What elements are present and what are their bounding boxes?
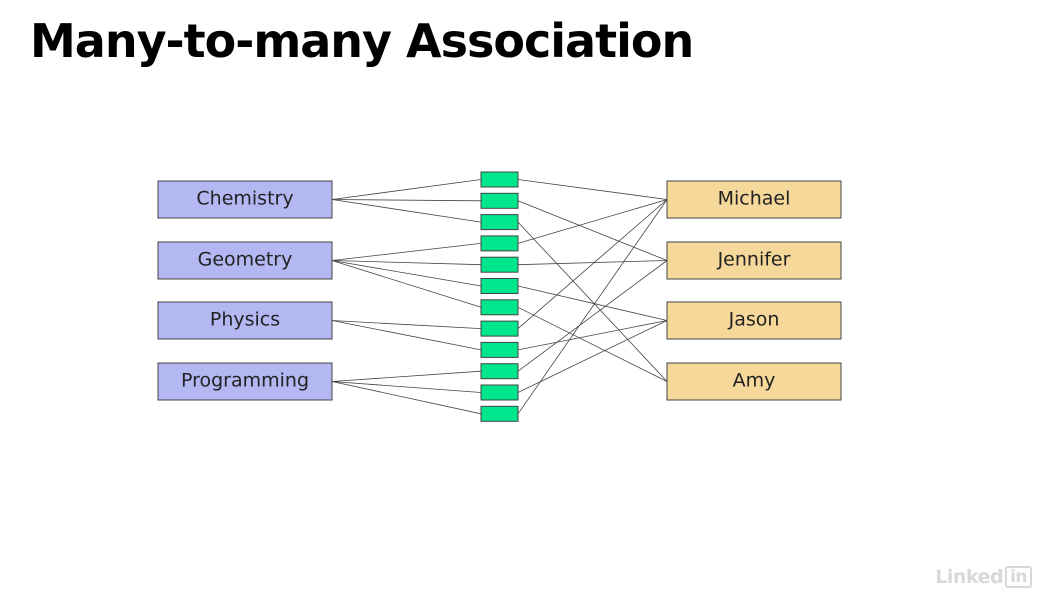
student-box-amy-label: Amy [733,370,776,392]
slide-title: Many-to-many Association [30,14,694,68]
join-row [480,320,519,337]
course-box-chemistry-rect [157,180,333,219]
student-link-line [517,306,668,382]
student-link-line [517,199,668,329]
student-box-jennifer-rect [666,241,842,280]
course-link-line [331,260,482,287]
course-box-geometry-label: Geometry [198,249,293,271]
course-link-line [331,381,482,393]
connector-lines [331,179,668,415]
student-link-line [517,179,668,200]
student-box-amy: Amy [666,362,842,401]
course-link-line [331,199,482,202]
student-link-line [517,320,668,393]
join-row [480,235,519,252]
student-box-jennifer: Jennifer [666,241,842,280]
student-link-line [517,200,668,261]
linkedin-watermark: Linked in [935,566,1032,588]
course-link-line [331,199,482,223]
course-box-physics-label: Physics [210,309,280,331]
join-row [480,192,519,209]
join-row [480,214,519,231]
student-link-line [517,260,668,266]
watermark-badge: in [1005,566,1032,588]
student-box-jason-rect [666,301,842,340]
student-box-jason: Jason [666,301,842,340]
student-box-michael-label: Michael [718,188,791,210]
course-link-line [331,320,482,351]
student-box-amy-rect [666,362,842,401]
student-link-line [517,221,668,382]
watermark-text: Linked [935,566,1004,588]
course-link-line [331,260,482,308]
course-link-line [331,179,482,200]
course-link-line [331,243,482,261]
course-link-line [331,260,482,266]
student-link-line [517,199,668,415]
course-link-line [331,381,482,415]
course-box-programming: Programming [157,362,333,401]
course-box-chemistry: Chemistry [157,180,333,219]
join-row [480,299,519,316]
student-link-line [517,260,668,372]
course-box-programming-rect [157,362,333,401]
course-box-physics-rect [157,301,333,340]
course-link-line [331,370,482,382]
course-box-chemistry-label: Chemistry [196,188,293,210]
student-box-jason-label: Jason [728,309,780,331]
join-row [480,363,519,380]
course-box-programming-label: Programming [181,370,309,392]
join-row [480,256,519,273]
join-row [480,341,519,358]
student-box-jennifer-label: Jennifer [717,249,791,271]
join-row [480,405,519,422]
course-box-geometry-rect [157,241,333,280]
join-row [480,384,519,401]
join-row [480,278,519,294]
course-box-geometry: Geometry [157,241,333,280]
student-link-line [517,320,668,351]
student-box-michael-rect [666,180,842,219]
join-row [480,171,519,188]
course-link-line [331,320,482,329]
course-box-physics: Physics [157,301,333,340]
student-link-line [517,285,668,321]
student-link-line [517,199,668,244]
student-box-michael: Michael [666,180,842,219]
join-table-rows [480,171,519,422]
